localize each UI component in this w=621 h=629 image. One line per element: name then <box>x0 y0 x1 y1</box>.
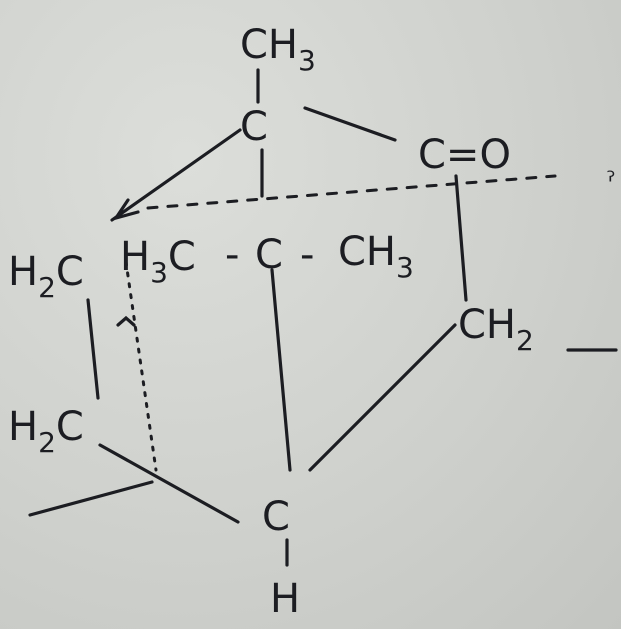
atom-symbol: - <box>225 232 239 278</box>
dotted-back-bond <box>124 260 158 472</box>
bond-h2c-lower-to-c-bottom <box>98 443 240 524</box>
atom-symbol: H <box>8 404 38 450</box>
atom-symbol: C <box>168 234 196 280</box>
atom-symbol: H <box>270 576 300 622</box>
bond-dash-2: - <box>300 232 314 278</box>
atom-ch3-right: CH3 <box>338 229 414 284</box>
atom-symbol: C=O <box>418 132 511 178</box>
subscript: 3 <box>298 44 316 77</box>
edge-mark: ˀ <box>606 167 616 197</box>
bond-c-top-to-carbonyl <box>303 106 397 142</box>
atom-symbol: H <box>8 249 38 295</box>
subscript: 2 <box>516 324 534 357</box>
bond-c-top-to-h2c-left <box>110 128 242 222</box>
bond-c-center-to-c-bottom <box>270 268 292 472</box>
subscript: 3 <box>396 251 414 284</box>
atom-symbol: C <box>56 249 84 295</box>
atom-symbol: CH <box>338 229 396 275</box>
atom-symbol: C <box>255 232 283 278</box>
atom-c-center: C <box>255 232 283 278</box>
atom-symbol: CH <box>240 22 298 68</box>
atom-h-bottom: H <box>270 576 300 622</box>
subscript: 2 <box>38 426 56 459</box>
lower-left-stroke <box>28 480 154 517</box>
atom-carbonyl: C=O <box>418 132 511 178</box>
atom-h2c-left: H2C <box>8 249 84 304</box>
atom-symbol: H <box>120 234 150 280</box>
atom-symbol: C <box>240 104 268 150</box>
atom-symbol: C <box>262 494 290 540</box>
atom-h2c-lower: H2C <box>8 404 84 459</box>
atom-ch2-right: CH2 <box>458 302 534 357</box>
bonds <box>28 68 618 567</box>
subscript: 3 <box>150 256 168 289</box>
atom-c-top: C <box>240 104 268 150</box>
atom-symbol: CH <box>458 302 516 348</box>
bond-dash-1: - <box>225 232 239 278</box>
atom-c-bottom: C <box>262 494 290 540</box>
bond-ch2-to-c-bottom <box>308 323 457 472</box>
atom-ch3-top: CH3 <box>240 22 316 77</box>
atom-h3c-center: H3C <box>120 234 196 289</box>
dashed-bridge-bond <box>146 174 557 210</box>
arrow-head-dotted <box>116 315 136 327</box>
bond-h2c-left-to-h2c-lower <box>86 298 100 400</box>
hidden-bonds <box>116 174 557 472</box>
arrow-head-left <box>112 198 140 221</box>
bond-carbonyl-to-ch2 <box>454 174 468 302</box>
subscript: 2 <box>38 271 56 304</box>
atom-symbol: C <box>56 404 84 450</box>
atom-labels: CH3 C C=O H2C H3C - C - CH3 CH2 H2C C H <box>8 22 534 622</box>
atom-symbol: - <box>300 232 314 278</box>
